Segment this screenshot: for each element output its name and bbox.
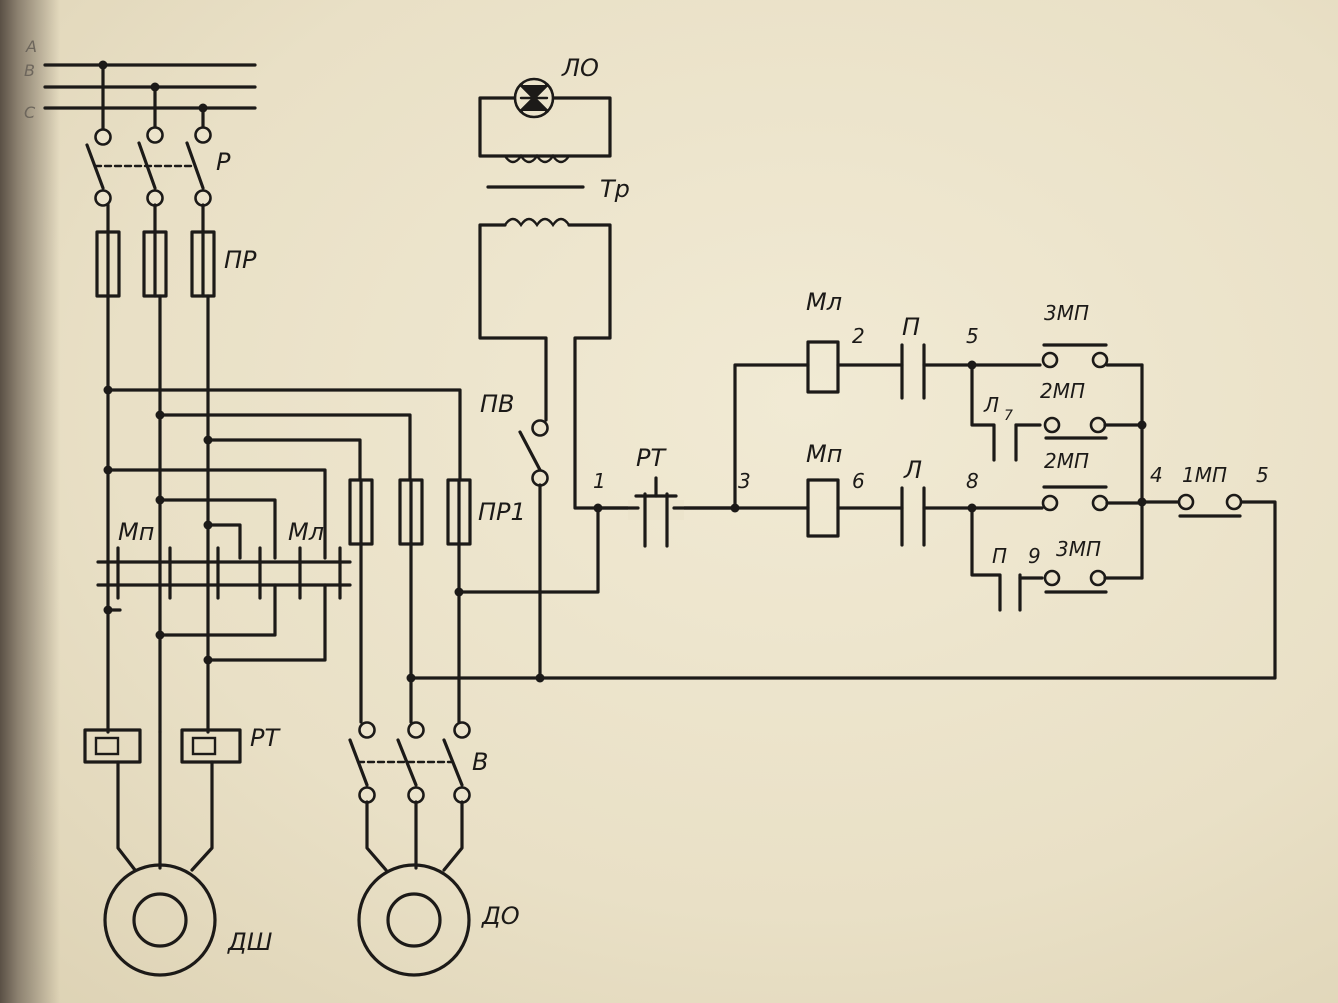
pump-fuses: ПР1 bbox=[348, 478, 526, 724]
label-interlock-top: П bbox=[902, 313, 920, 341]
control-switch: ПВ bbox=[480, 390, 549, 683]
label-contactor-ml: Мл bbox=[288, 518, 324, 546]
label-coil-mp: Мп bbox=[806, 440, 842, 468]
label-coil-ml: Мл bbox=[806, 288, 842, 316]
node-3: 3 bbox=[738, 469, 751, 493]
label-aux-l7: Л bbox=[983, 393, 999, 417]
node-8: 8 bbox=[966, 469, 979, 493]
label-button-3mp-bottom: 3МП bbox=[1056, 537, 1101, 561]
node-5-right: 5 bbox=[1256, 463, 1269, 487]
line-label-a: A bbox=[25, 37, 37, 56]
label-thermal-relay-contact: РТ bbox=[636, 444, 667, 472]
label-pump-fuses: ПР1 bbox=[478, 498, 526, 526]
node-2: 2 bbox=[852, 324, 865, 348]
main-switch: Р bbox=[85, 126, 231, 207]
label-spindle-motor: ДШ bbox=[227, 928, 273, 956]
power-buses bbox=[103, 294, 462, 734]
label-lamp: ЛО bbox=[561, 54, 599, 82]
node-6: 6 bbox=[852, 469, 865, 493]
pump-switch: В bbox=[348, 721, 488, 804]
thermal-relay-contact: РТ bbox=[596, 444, 737, 548]
label-main-fuses: ПР bbox=[224, 246, 257, 274]
label-control-switch: ПВ bbox=[480, 390, 515, 418]
line-label-c: C bbox=[24, 103, 36, 122]
lighting-circuit: ЛО Тр bbox=[478, 54, 737, 510]
spindle-motor: ДШ bbox=[103, 730, 273, 977]
label-aux-l7-sub: 7 bbox=[1004, 408, 1013, 424]
node-1: 1 bbox=[593, 469, 606, 493]
label-button-3mp-top: 3МП bbox=[1044, 301, 1089, 325]
label-thermal-relay-power: РТ bbox=[250, 724, 281, 752]
control-return: 1 bbox=[409, 469, 1277, 680]
supply-lines: A B C bbox=[24, 37, 257, 132]
line-label-b: B bbox=[24, 61, 35, 80]
label-button-2mp-top: 2МП bbox=[1040, 379, 1085, 403]
label-button-2mp-bottom: 2МП bbox=[1044, 449, 1089, 473]
label-pump-motor: ДО bbox=[481, 902, 520, 930]
thermal-relay-power: РТ bbox=[83, 724, 281, 764]
label-interlock-bottom: Л bbox=[903, 456, 922, 484]
page-edge-shadow bbox=[0, 0, 60, 1003]
pump-motor: ДО bbox=[357, 800, 520, 977]
main-fuses: ПР bbox=[95, 203, 257, 298]
node-4: 4 bbox=[1150, 463, 1163, 487]
label-transformer: Тр bbox=[600, 175, 630, 203]
label-main-switch: Р bbox=[216, 148, 231, 176]
node-5-top: 5 bbox=[966, 324, 979, 348]
label-button-1mp: 1МП bbox=[1182, 463, 1227, 487]
label-contactor-mp: Мп bbox=[118, 518, 154, 546]
power-contactors: Мп Мл bbox=[96, 518, 352, 600]
node-9: 9 bbox=[1028, 544, 1041, 568]
control-ladder: 3 Мл 2 П 5 Мп 6 Л 8 bbox=[730, 288, 1269, 612]
label-aux-p: П bbox=[992, 544, 1007, 568]
label-pump-switch: В bbox=[472, 748, 488, 776]
